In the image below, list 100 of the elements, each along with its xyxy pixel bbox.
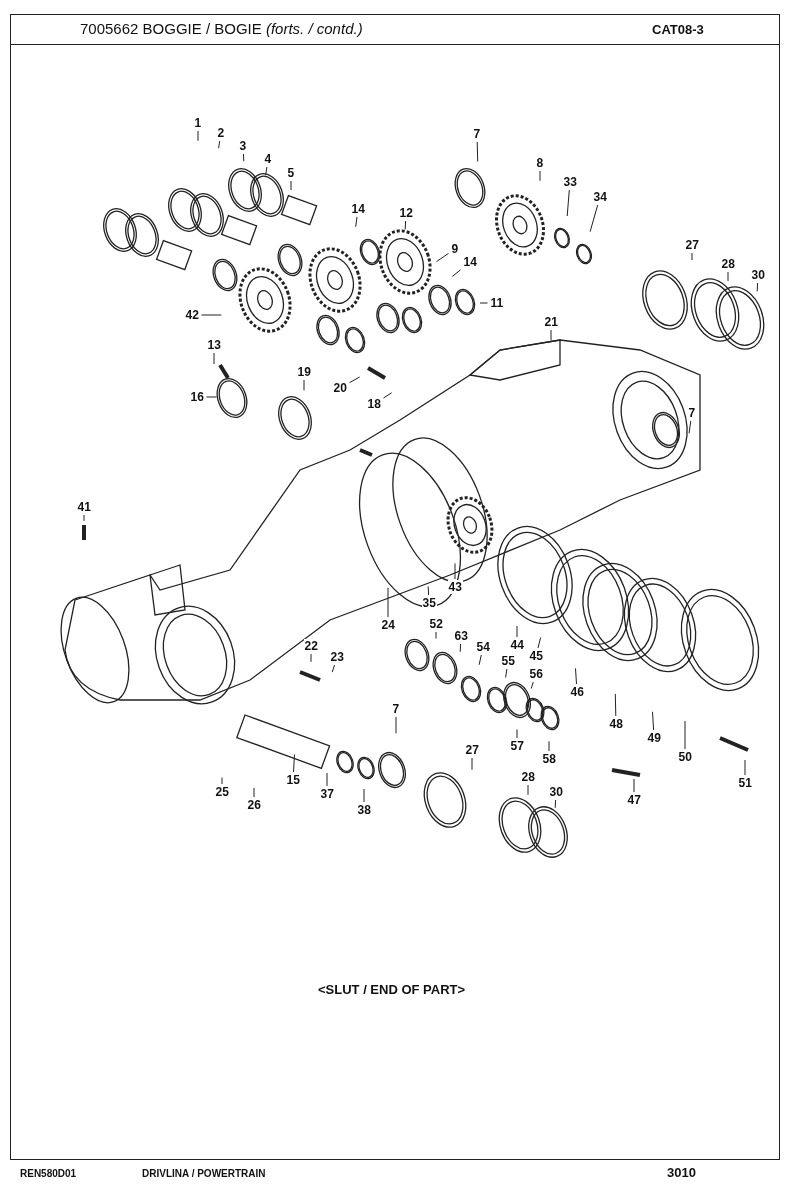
callout-number: 14 <box>350 202 366 216</box>
leader-line <box>691 252 693 261</box>
leader-line <box>427 586 430 596</box>
leader-line <box>614 693 617 717</box>
section-name: DRIVLINA / POWERTRAIN <box>142 1168 266 1179</box>
callout-number: 57 <box>509 739 525 753</box>
page-number: 3010 <box>667 1165 696 1180</box>
callout-number: 27 <box>684 238 700 252</box>
callout-number: 58 <box>541 752 557 766</box>
callout-number: 50 <box>677 750 693 764</box>
callout-number: 20 <box>332 381 348 395</box>
callout-number: 22 <box>303 639 319 653</box>
leader-line <box>566 189 570 217</box>
leader-line <box>363 788 365 803</box>
leader-line <box>293 754 295 773</box>
leader-line <box>265 166 268 176</box>
callout-number: 4 <box>263 152 273 166</box>
callout-number: 30 <box>750 268 766 282</box>
callout-number: 2 <box>216 126 226 140</box>
leader-line <box>459 643 462 653</box>
callout-number: 33 <box>562 175 578 189</box>
callout-number: 28 <box>720 257 736 271</box>
leader-line <box>505 668 508 678</box>
callout-number: 52 <box>428 617 444 631</box>
leader-line <box>290 180 292 191</box>
leader-line <box>554 799 557 809</box>
leader-line <box>479 302 488 304</box>
callout-number: 43 <box>447 580 463 594</box>
callout-number: 12 <box>398 206 414 220</box>
callout-number: 56 <box>528 667 544 681</box>
leader-line <box>326 772 328 787</box>
leader-line <box>548 740 550 752</box>
callout-number: 5 <box>286 166 296 180</box>
leader-line <box>527 784 529 796</box>
callout-number: 41 <box>76 500 92 514</box>
callout-number: 37 <box>319 787 335 801</box>
leader-line <box>83 514 85 522</box>
leader-line <box>516 625 518 638</box>
callout-number: 3 <box>238 139 248 153</box>
leader-line <box>530 681 534 689</box>
end-note: <SLUT / END OF PART> <box>318 982 466 997</box>
callout-number: 18 <box>366 397 382 411</box>
leader-line <box>197 130 199 142</box>
leader-line <box>355 216 358 228</box>
callout-number: 47 <box>626 793 642 807</box>
leader-line <box>206 396 218 398</box>
leader-line <box>435 631 437 639</box>
leader-line <box>404 220 407 230</box>
leader-line <box>756 282 759 292</box>
callout-number: 55 <box>500 654 516 668</box>
callout-number: 14 <box>462 255 478 269</box>
leader-line <box>471 757 473 771</box>
callout-number: 27 <box>464 743 480 757</box>
leader-line <box>242 153 245 162</box>
callout-number: 19 <box>296 365 312 379</box>
leader-line <box>550 329 552 341</box>
callout-number: 38 <box>356 803 372 817</box>
leader-line <box>310 653 312 663</box>
leader-line <box>201 314 222 316</box>
callout-number: 7 <box>472 127 482 141</box>
callout-number: 11 <box>489 296 505 310</box>
callout-number: 25 <box>214 785 230 799</box>
callout-number: 23 <box>329 650 345 664</box>
callout-number: 42 <box>184 308 200 322</box>
leader-line <box>451 269 461 277</box>
callout-number: 34 <box>592 190 608 204</box>
callout-number: 24 <box>380 618 396 632</box>
callout-number: 63 <box>453 629 469 643</box>
callout-number: 15 <box>285 773 301 787</box>
callout-number: 35 <box>421 596 437 610</box>
callout-number: 13 <box>206 338 222 352</box>
callout-number: 44 <box>509 638 525 652</box>
page-title: 7005662 BOGGIE / BOGIE (forts. / contd.) <box>80 20 363 37</box>
leader-line <box>478 654 482 666</box>
leader-line <box>436 252 449 263</box>
callout-number: 51 <box>737 776 753 790</box>
callout-number: 8 <box>535 156 545 170</box>
leader-line <box>454 562 456 580</box>
leader-line <box>589 204 599 233</box>
callout-number: 9 <box>450 242 460 256</box>
callout-number: 49 <box>646 731 662 745</box>
leader-line <box>633 778 635 793</box>
callout-number: 28 <box>520 770 536 784</box>
leader-line <box>213 352 215 365</box>
leader-line <box>221 777 223 785</box>
leader-line <box>516 729 518 739</box>
leader-line <box>303 379 305 391</box>
leader-line <box>387 587 389 618</box>
callout-number: 26 <box>246 798 262 812</box>
leader-line <box>727 271 729 282</box>
callout-number: 7 <box>391 702 401 716</box>
leader-line <box>331 664 335 673</box>
callout-number: 7 <box>687 406 697 420</box>
leader-line <box>652 711 655 731</box>
leader-line <box>575 667 577 685</box>
callout-number: 45 <box>528 649 544 663</box>
leader-line <box>537 637 542 649</box>
leader-line <box>253 787 255 798</box>
leader-line <box>688 420 692 434</box>
leader-line <box>476 141 479 162</box>
